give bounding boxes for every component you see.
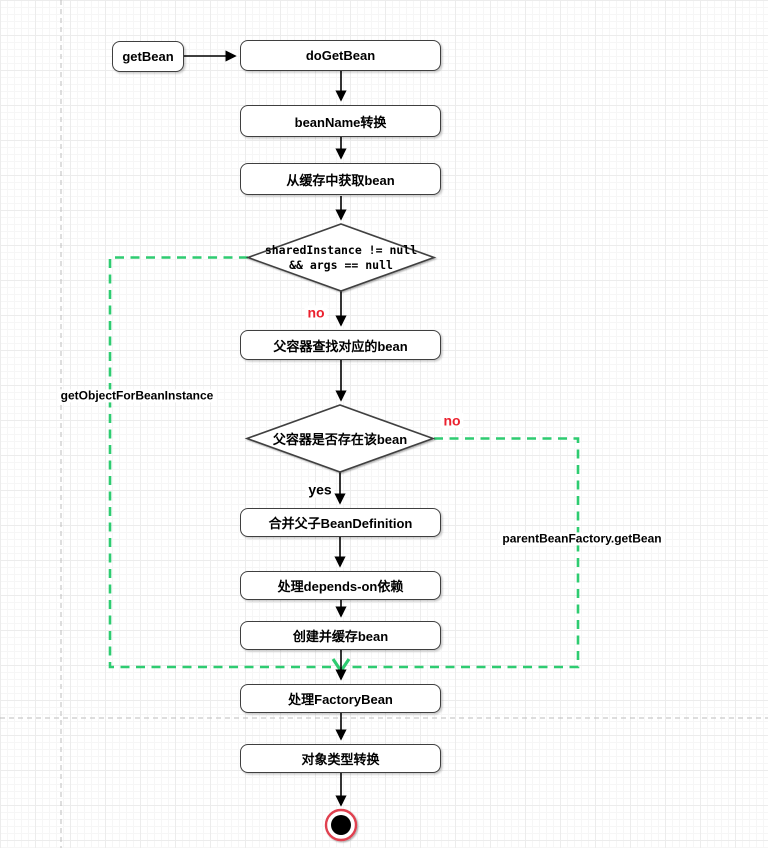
node-depends-on[interactable]: 处理depends-on依赖 — [240, 571, 441, 600]
final-node-dot-icon — [331, 815, 351, 835]
node-type-convert-label: 对象类型转换 — [301, 752, 380, 767]
node-create-cache-bean[interactable]: 创建并缓存bean — [240, 621, 441, 650]
node-getbean-label: getBean — [122, 49, 174, 64]
edge-label-parent-bean-factory-get-bean: parentBeanFactory.getBean — [499, 532, 665, 546]
edge-get-object-for-bean-instance[interactable] — [108, 256, 331, 669]
node-getbean[interactable]: getBean — [112, 41, 184, 72]
node-create-cache-bean-label: 创建并缓存bean — [292, 629, 389, 644]
decision-shared-instance[interactable] — [245, 223, 437, 292]
node-depends-on-label: 处理depends-on依赖 — [277, 579, 404, 594]
node-get-from-cache-label: 从缓存中获取bean — [286, 172, 395, 188]
node-dogetbean[interactable]: doGetBean — [240, 40, 441, 71]
node-type-convert[interactable]: 对象类型转换 — [240, 744, 441, 773]
node-beanname-convert[interactable]: beanName转换 — [240, 105, 441, 137]
node-parent-lookup[interactable]: 父容器查找对应的bean — [240, 330, 441, 360]
node-factory-bean-label: 处理FactoryBean — [288, 692, 393, 707]
node-dogetbean-label: doGetBean — [305, 48, 376, 63]
edge-label-parent-exists-yes: yes — [305, 481, 335, 498]
decision-parent-exists[interactable] — [244, 404, 436, 473]
node-get-from-cache[interactable]: 从缓存中获取bean — [240, 163, 441, 195]
node-beanname-convert-label: beanName转换 — [294, 114, 387, 130]
node-merge-beandefinition[interactable]: 合并父子BeanDefinition — [240, 508, 441, 537]
node-merge-beandefinition-label: 合并父子BeanDefinition — [268, 516, 413, 531]
edge-label-shared-instance-no: no — [304, 304, 328, 321]
edge-label-parent-exists-no: no — [440, 412, 464, 429]
node-factory-bean[interactable]: 处理FactoryBean — [240, 684, 441, 713]
node-parent-lookup-label: 父容器查找对应的bean — [273, 338, 408, 354]
edge-label-get-object-for-bean-instance: getObjectForBeanInstance — [57, 389, 217, 403]
edge-parent-bean-factory-get-bean[interactable] — [351, 437, 580, 669]
